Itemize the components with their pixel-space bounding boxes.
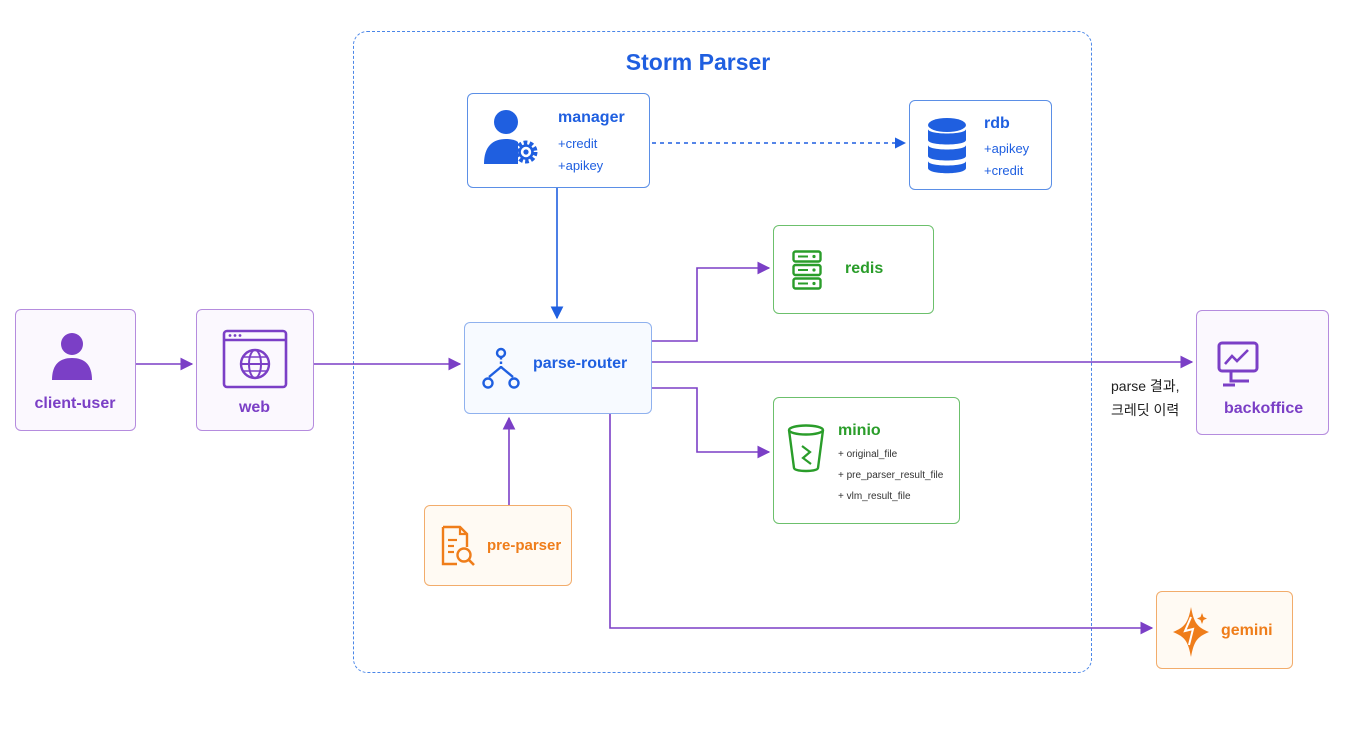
- redis-node: redis: [773, 225, 934, 314]
- node-label: client-user: [34, 395, 116, 412]
- gemini-node: gemini: [1156, 591, 1293, 669]
- parse-router-node: parse-router: [464, 322, 652, 414]
- node-label: minio: [838, 422, 881, 439]
- fork-icon: [482, 347, 520, 389]
- edge-router-minio: [652, 387, 771, 459]
- node-attr: +credit: [984, 163, 1024, 178]
- server-rack-icon: [792, 250, 822, 290]
- user-icon: [52, 333, 92, 380]
- user-gear-icon: [484, 110, 538, 164]
- node-attr: + original_file: [838, 449, 898, 460]
- node-label: redis: [845, 260, 884, 277]
- bucket-icon: [787, 424, 825, 473]
- node-attr: +apikey: [558, 158, 604, 173]
- edge-router-redis: [652, 261, 771, 342]
- edge-label: parse 결과,: [1111, 378, 1180, 394]
- monitor-chart-icon: [1217, 341, 1259, 387]
- node-attr: +apikey: [984, 141, 1030, 156]
- node-label: web: [238, 399, 271, 416]
- web-node: web: [196, 309, 314, 431]
- storm-parser-boundary: [353, 31, 1092, 673]
- gemini-star-icon: [1173, 607, 1209, 657]
- node-attr: +credit: [558, 136, 598, 151]
- node-label: parse-router: [533, 355, 628, 372]
- node-label: pre-parser: [487, 537, 562, 554]
- node-label: backoffice: [1224, 400, 1304, 417]
- edge-label: 크레딧 이력: [1111, 402, 1180, 418]
- manager-node: manager +credit +apikey: [467, 93, 650, 188]
- node-label: gemini: [1221, 622, 1273, 639]
- pre-parser-node: pre-parser: [424, 505, 572, 586]
- node-attr: + pre_parser_result_file: [838, 470, 944, 481]
- minio-node: minio + original_file + pre_parser_resul…: [773, 397, 960, 524]
- backoffice-node: backoffice: [1196, 310, 1329, 435]
- client-user-node: client-user: [15, 309, 136, 431]
- node-attr: + vlm_result_file: [838, 491, 911, 502]
- node-label: rdb: [984, 115, 1010, 132]
- document-search-icon: [441, 525, 475, 566]
- database-icon: [928, 118, 966, 174]
- rdb-node: rdb +apikey +credit: [909, 100, 1052, 190]
- boundary-title: Storm Parser: [625, 49, 771, 75]
- edge-router-gemini: [609, 414, 1154, 635]
- globe-browser-icon: [222, 329, 288, 389]
- node-label: manager: [558, 109, 625, 126]
